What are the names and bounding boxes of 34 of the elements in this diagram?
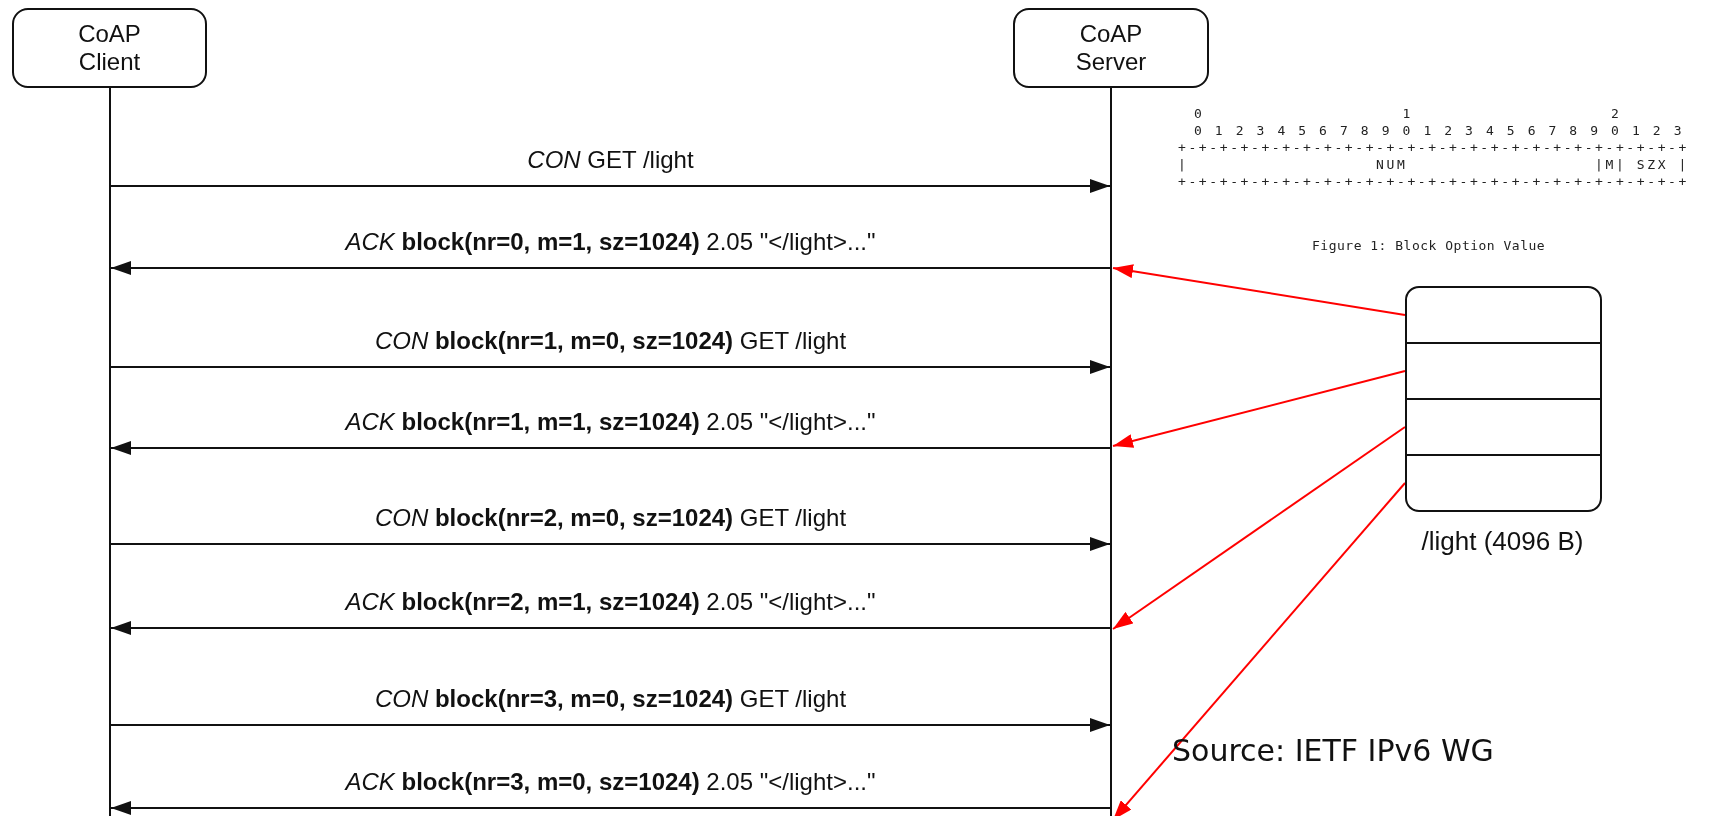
message-label: ACK block(nr=1, m=1, sz=1024) 2.05 "</light>..." <box>345 408 876 436</box>
message-label: ACK block(nr=2, m=1, sz=1024) 2.05 "</light>..." <box>345 588 876 616</box>
message-arrow <box>110 801 1111 815</box>
field-border: +-+-+-+-+-+-+-+-+-+-+-+-+-+-+-+-+-+-+-+-+-+-+-+-+ <box>1178 174 1689 189</box>
arrow <box>1112 482 1406 816</box>
message-label: CON block(nr=1, m=0, sz=1024) GET /light <box>374 327 847 355</box>
field-border: +-+-+-+-+-+-+-+-+-+-+-+-+-+-+-+-+-+-+-+-+-+-+-+-+ <box>1178 140 1689 155</box>
data-block <box>1405 454 1602 512</box>
field-row: | NUM |M| SZX | <box>1178 157 1689 172</box>
message-label: CON block(nr=3, m=0, sz=1024) GET /light <box>374 685 847 713</box>
message-label: ACK block(nr=0, m=1, sz=1024) 2.05 "</light>..." <box>345 228 876 256</box>
message-arrow <box>110 360 1111 374</box>
figure-caption: Figure 1: Block Option Value <box>1312 238 1546 253</box>
data-block <box>1405 398 1602 456</box>
data-block <box>1405 342 1602 400</box>
message-label: CON GET /light <box>527 146 694 174</box>
message-arrow <box>110 621 1111 635</box>
data-block <box>1405 286 1602 344</box>
resource-label: /light (4096 B) <box>1420 526 1585 557</box>
message-label: ACK block(nr=3, m=0, sz=1024) 2.05 "</light>..." <box>345 768 876 796</box>
arrow <box>1112 370 1406 450</box>
arrow <box>1112 263 1406 316</box>
bit-group-numbers: 0 1 2 <box>1194 106 1622 121</box>
message-arrow <box>110 179 1111 193</box>
message-label: CON block(nr=2, m=0, sz=1024) GET /light <box>374 504 847 532</box>
source-note: Source: IETF IPv6 WG <box>1172 733 1494 768</box>
message-arrow <box>110 261 1111 275</box>
message-arrow <box>110 441 1111 455</box>
arrow <box>1112 426 1406 630</box>
message-arrow <box>110 537 1111 551</box>
message-arrow <box>110 718 1111 732</box>
participant-box: CoAP Server <box>1013 8 1209 88</box>
participant-box: CoAP Client <box>12 8 207 88</box>
bit-numbers: 0 1 2 3 4 5 6 7 8 9 0 1 2 3 4 5 6 7 8 9 0 1 2 3 <box>1194 123 1685 138</box>
